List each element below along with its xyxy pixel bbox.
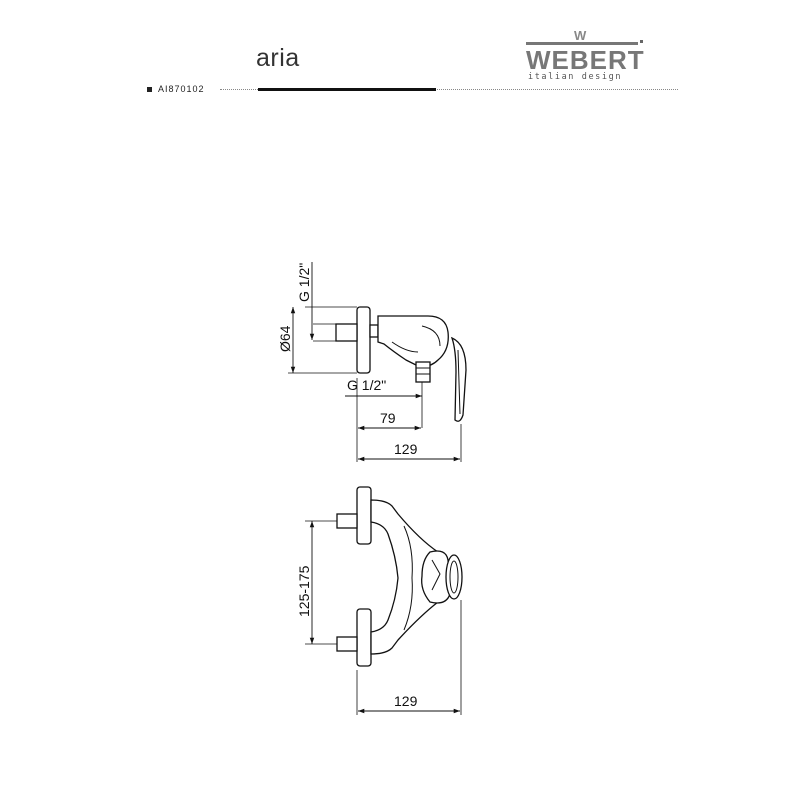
- header-accent-rule: [258, 88, 436, 91]
- side-mixer-body: [377, 315, 449, 368]
- brand-mark: W: [574, 28, 587, 43]
- side-view: [288, 262, 467, 462]
- brand-tagline: italian design: [528, 72, 623, 82]
- front-top-inlet-stub: [336, 513, 358, 529]
- product-code-row: AI870102: [147, 83, 205, 95]
- product-name: aria: [256, 44, 300, 72]
- brand-name: WEBERT: [526, 45, 645, 75]
- side-outlet: [415, 361, 431, 383]
- square-bullet-icon: [147, 86, 152, 92]
- front-mixer-body: [370, 499, 447, 655]
- logo-dot: [640, 40, 643, 43]
- dim-outlet: 79: [380, 410, 396, 426]
- front-view: [305, 486, 463, 715]
- product-code: AI870102: [158, 84, 205, 94]
- front-top-flange: [356, 486, 372, 545]
- side-body-highlight: [421, 325, 441, 347]
- dim-centres: 125-175: [296, 565, 312, 617]
- dim-depth-front: 129: [394, 693, 418, 709]
- dim-thread-bottom: G 1/2": [347, 377, 386, 393]
- front-lever-knob: [445, 554, 463, 600]
- front-cartridge-cone: [421, 550, 451, 604]
- side-inlet-stub: [335, 323, 358, 342]
- side-nut: [369, 324, 379, 338]
- brand-logo: W WEBERT italian design: [526, 28, 648, 84]
- page-header: aria AI870102 W WEBERT italian design: [0, 0, 800, 100]
- header-rule: [220, 89, 678, 90]
- front-bottom-inlet-stub: [336, 636, 358, 652]
- front-body-contour: [403, 525, 413, 631]
- dim-depth-side: 129: [394, 441, 418, 457]
- front-bottom-flange: [356, 608, 372, 667]
- dim-thread-top: G 1/2": [296, 263, 312, 302]
- dim-diameter: Ø64: [277, 325, 293, 352]
- side-body-contour: [391, 341, 419, 353]
- logo-bar: [526, 42, 638, 45]
- side-wall-flange: [356, 306, 371, 374]
